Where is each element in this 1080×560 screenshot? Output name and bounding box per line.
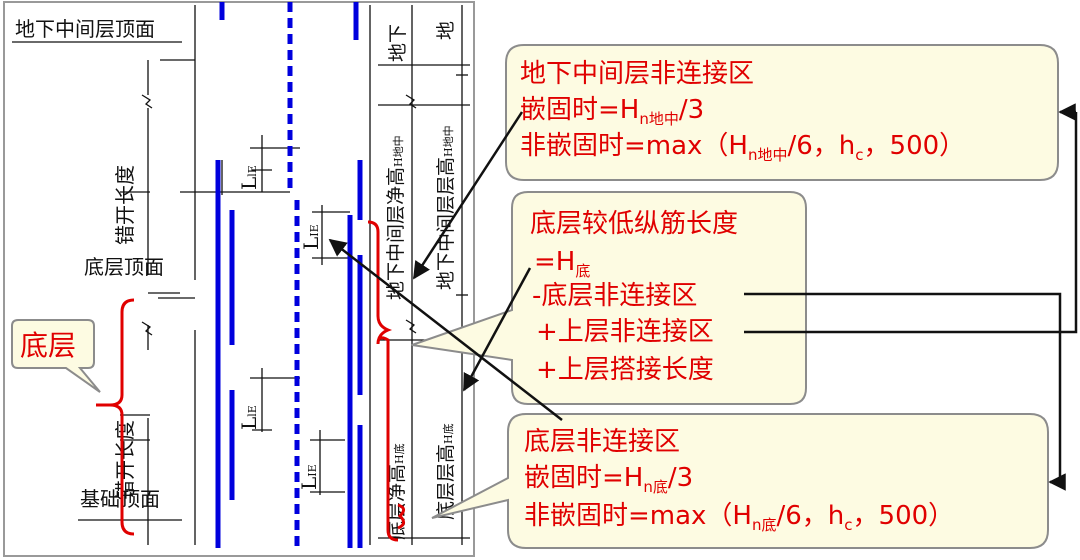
label-lap-right-lower: LIE — [297, 464, 321, 490]
label-stagger-length-upper: 错开长度 — [113, 165, 137, 245]
callout-lower-line3: 非嵌固时=max（Hn底/6，hc，500） — [524, 501, 954, 534]
brace-bottom-nonconnect — [397, 503, 405, 530]
tag-bottom-floor-text: 底层 — [20, 329, 76, 362]
arrow-to-mid-nonconnect — [412, 111, 524, 280]
callout-upper-title: 地下中间层非连接区 — [520, 59, 754, 89]
arrow-to-lap — [328, 238, 563, 421]
arrow-to-bottom-height — [462, 267, 532, 392]
callout-middle-title: 底层较低纵筋长度 — [530, 209, 738, 239]
label-lap-upper: LlE — [237, 165, 261, 190]
connector-arrows — [328, 103, 1078, 491]
callout-upper-line3: 非嵌固时=max（Hn地中/6，hc，500） — [520, 131, 965, 164]
label-foundation-top: 基础顶面 — [80, 487, 160, 511]
callout-lower-title: 底层非连接区 — [524, 427, 680, 457]
brace-mid-nonconnect — [367, 220, 399, 542]
callout-lower: 底层非连接区 嵌固时=Hn底/3 非嵌固时=max（Hn底/6，hc，500） — [431, 413, 1049, 549]
structure-lines — [12, 5, 470, 545]
label-mid-clear-height: 地下中间层净高H地中 — [385, 135, 407, 300]
bracket-right-lower — [744, 292, 1062, 482]
label-tag-top2: 地 — [435, 21, 457, 40]
label-top-mid-floor: 地下中间层顶面 — [15, 17, 155, 41]
label-mid-floor-height: 地下中间层层高H地中 — [435, 125, 457, 290]
callout-upper: 地下中间层非连接区 嵌固时=Hn地中/3 非嵌固时=max（Hn地中/6，hc，… — [505, 44, 1059, 181]
red-braces — [96, 220, 405, 542]
label-stagger-length-lower: 错开长度 — [113, 420, 137, 500]
callout-middle-line2: =H底 — [534, 247, 590, 280]
callout-middle-line5: +上层搭接长度 — [536, 355, 714, 385]
callout-middle-line3: -底层非连接区 — [532, 281, 697, 311]
callout-lower-line2: 嵌固时=Hn底/3 — [524, 463, 693, 496]
callout-upper-line2: 嵌固时=Hn地中/3 — [520, 95, 704, 128]
bracket-right-upper — [744, 112, 1078, 334]
rebar-lines — [215, 2, 363, 548]
label-bottom-floor-top: 底层顶面 — [84, 255, 164, 279]
drawing-frame — [3, 1, 475, 557]
label-lap-middle: LlE — [237, 405, 261, 430]
label-lap-right-upper: LIE — [299, 224, 323, 250]
label-bottom-floor-height: 底层层高H底 — [435, 423, 457, 520]
label-tag-top1: 地下 — [387, 24, 409, 62]
tag-bottom-floor: 底层 — [11, 319, 101, 393]
callout-middle: 底层较低纵筋长度 =H底 -底层非连接区 +上层非连接区 +上层搭接长度 — [411, 191, 807, 405]
drawing-labels: 地下中间层顶面 底层顶面 基础顶面 错开长度 错开长度 地下 地 地下中间层净高… — [15, 17, 457, 540]
callout-middle-line4: +上层非连接区 — [536, 317, 714, 347]
